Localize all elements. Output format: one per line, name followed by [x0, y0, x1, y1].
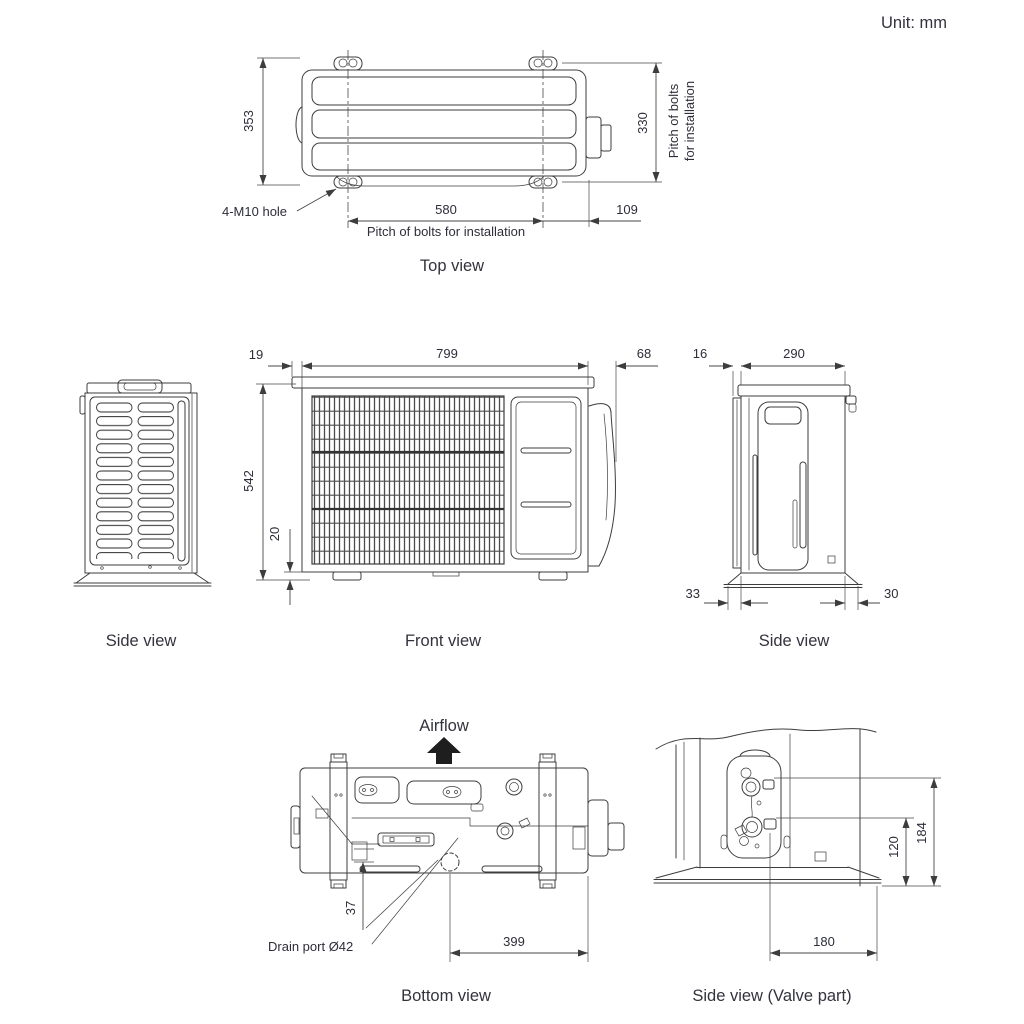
drain-port-label: Drain port Ø42 [268, 939, 353, 954]
valve-recess [726, 755, 782, 859]
unit-note: Unit: mm [881, 14, 947, 32]
top-view: 353 330 Pitch of bolts for installation … [222, 50, 697, 275]
top-left-handle [295, 106, 303, 144]
break-line [655, 728, 877, 750]
dim-16: 16 [693, 346, 707, 361]
airflow-label: Airflow [419, 717, 469, 735]
view-title-side-right: Side view [759, 632, 830, 650]
service-valve-bottom [741, 816, 763, 838]
side-view-right: 16 290 33 30 Side view [686, 346, 899, 650]
view-title-top: Top view [420, 257, 484, 275]
view-title-valve: Side view (Valve part) [692, 987, 851, 1005]
bolt-hole-label: 4-M10 hole [222, 204, 287, 219]
service-panel [510, 396, 582, 560]
dim-33: 33 [686, 586, 700, 601]
valve-view-base [653, 866, 882, 884]
pipe-fitting [845, 395, 857, 405]
view-title-side-left: Side view [106, 632, 177, 650]
dim-68: 68 [637, 346, 651, 361]
view-title-front: Front view [405, 632, 481, 650]
dim-37: 37 [343, 901, 358, 915]
front-view: 19 799 68 542 20 Front view [241, 346, 658, 650]
dim-180: 180 [813, 934, 835, 949]
dim-120: 120 [886, 836, 901, 858]
dim-30: 30 [884, 586, 898, 601]
service-valve-top [741, 777, 761, 797]
dim-799: 799 [436, 346, 458, 361]
dim-184: 184 [914, 822, 929, 844]
pitch-note-vertical-line2: for installation [682, 81, 697, 161]
mounting-rail-left [329, 753, 348, 889]
airflow-arrow-icon [427, 737, 461, 764]
drain-port-circle [440, 852, 460, 872]
bottom-body [299, 767, 589, 874]
bottom-view: Airflow [268, 717, 625, 1005]
top-valve-cover [585, 116, 602, 159]
valve-side-view: 184 120 180 Side view (Valve part) [653, 728, 941, 1005]
view-title-bottom: Bottom view [401, 987, 491, 1005]
mounting-rail-right [538, 753, 557, 889]
valve-cover [757, 401, 809, 571]
rear-grille-plate [732, 397, 742, 569]
louver-panel [89, 396, 190, 566]
side-right-base [723, 572, 863, 588]
pitch-note-horizontal: Pitch of bolts for installation [367, 224, 525, 239]
bottom-valve-cover [587, 799, 609, 857]
pitch-note-vertical-line1: Pitch of bolts [666, 83, 681, 158]
dim-20: 20 [267, 527, 282, 541]
dim-580: 580 [435, 202, 457, 217]
dim-399: 399 [503, 934, 525, 949]
valve-cover-silhouette [588, 403, 616, 567]
front-top-panel [291, 376, 595, 389]
top-body-outline [301, 69, 587, 177]
carry-handle [117, 379, 163, 394]
side-view-left: Side view [73, 379, 212, 650]
dim-290: 290 [783, 346, 805, 361]
dim-109: 109 [616, 202, 638, 217]
dim-542: 542 [241, 470, 256, 492]
side-left-base [73, 572, 212, 587]
dim-353: 353 [241, 110, 256, 132]
dim-19: 19 [249, 347, 263, 362]
fan-grille [311, 395, 505, 565]
dim-330: 330 [635, 112, 650, 134]
